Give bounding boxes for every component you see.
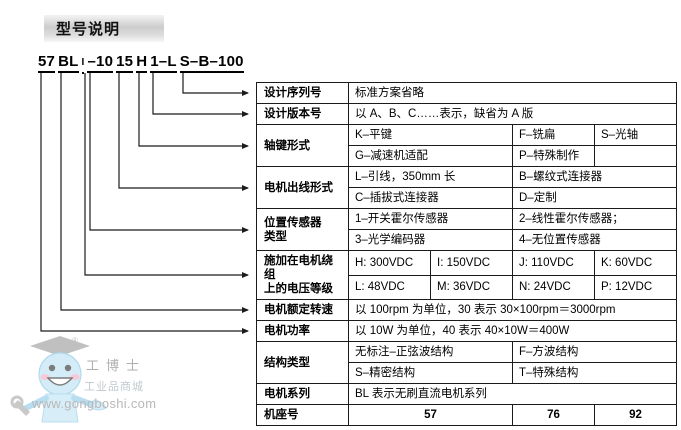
row-label: 位置传感器类型: [256, 208, 349, 251]
row-label-line: 轴键形式: [264, 139, 310, 152]
leader-line-3: [118, 73, 249, 191]
row-label-line: 电机额定转速: [264, 304, 333, 316]
row-value-cell: K: 60VDC: [594, 250, 677, 276]
row-value-cell: 76: [512, 404, 595, 426]
row-label-line: 电机系列: [264, 388, 310, 400]
row-label-line: 设计版本号: [264, 108, 322, 120]
model-code-segment-2: I: [81, 55, 85, 74]
row-value-cell: 无标注–正弦波结构: [348, 341, 513, 363]
row-value-cell: 3–光学编码器: [348, 229, 513, 251]
row-value-cell: L: 48VDC: [348, 274, 431, 300]
row-value-cell: I: 150VDC: [430, 250, 513, 276]
leader-line-0: [182, 73, 249, 96]
row-value-cell: L–引线，350mm 长: [348, 166, 513, 188]
row-label-line: 类型: [264, 230, 287, 243]
row-value-cell: J: 110VDC: [512, 250, 595, 276]
row-value-cell: N: 24VDC: [512, 274, 595, 300]
row-value-cell: S–光轴: [594, 124, 677, 146]
row-label-line: 上的电压等级: [264, 283, 333, 295]
table-row: 电机系列 BL 表示无刷直流电机系列: [256, 383, 677, 405]
model-code-spec-table: 设计序列号 标准方案省略设计版本号 以 A、B、C……表示，缺省为 A 版轴键形式 K…: [256, 82, 677, 426]
row-value-cell: G–减速机适配: [348, 145, 513, 167]
row-label-line: 结构类型: [264, 356, 310, 369]
row-value-cell: 标准方案省略: [348, 82, 677, 104]
row-label: 电机功率: [256, 320, 349, 342]
leader-line-5: [84, 73, 249, 278]
table-row: 设计版本号 以 A、B、C……表示，缺省为 A 版: [256, 103, 677, 125]
row-label: 轴键形式: [256, 124, 349, 167]
row-label: 电机额定转速: [256, 299, 349, 321]
model-code-segment-3: –10: [87, 54, 114, 73]
table-row: 设计序列号 标准方案省略: [256, 82, 677, 104]
row-value-cell: 以 A、B、C……表示，缺省为 A 版: [348, 103, 677, 125]
row-value-cell: T–特殊结构: [512, 362, 677, 384]
row-value-cell: 1–开关霍尔传感器: [348, 208, 513, 230]
section-header-banner: 型号说明: [44, 15, 164, 42]
row-label-line: 施加在电机绕组: [264, 255, 333, 281]
row-value-cell: C–插拔式连接器: [348, 187, 513, 209]
mascot-icon: [10, 336, 107, 423]
watermark-subtitle: 工业品商城: [84, 381, 144, 393]
row-value-cell: F–方波结构: [512, 341, 677, 363]
row-value-cell: B–螺纹式连接器: [512, 166, 677, 188]
row-value-cell: K–平键: [348, 124, 513, 146]
model-code-segment-0: 57: [38, 54, 56, 73]
leader-line-2: [138, 73, 249, 149]
row-value-cell: F–铣扁: [512, 124, 595, 146]
row-label: 设计版本号: [256, 103, 349, 125]
row-label: 施加在电机绕组上的电压等级: [256, 250, 349, 300]
row-value-cell: S–精密结构: [348, 362, 513, 384]
row-value-cell: 92: [594, 404, 677, 426]
leader-line-4: [89, 73, 249, 233]
row-value-cell: BL 表示无刷直流电机系列: [348, 383, 677, 405]
row-value-cell: D–定制: [512, 187, 677, 209]
row-label-line: 位置传感器: [264, 216, 322, 229]
row-label-line: 机座号: [264, 409, 299, 421]
model-code-segment-7: S–B–100: [179, 54, 244, 73]
leader-line-6: [60, 73, 249, 313]
leader-line-7: [40, 73, 249, 334]
row-label-line: 电机出线形式: [264, 181, 333, 194]
row-label: 结构类型: [256, 341, 349, 384]
row-value-cell: 以 10W 为单位，40 表示 40×10W＝400W: [348, 320, 677, 342]
row-value-cell: P–特殊制作: [512, 145, 595, 167]
row-label: 机座号: [256, 404, 349, 426]
row-label: 电机系列: [256, 383, 349, 405]
row-value-cell: H: 300VDC: [348, 250, 431, 276]
row-label: 设计序列号: [256, 82, 349, 104]
row-label-line: 电机功率: [264, 325, 310, 337]
row-value-cell: 57: [348, 404, 513, 426]
row-label-line: 设计序列号: [264, 87, 322, 99]
leader-line-1: [152, 73, 249, 117]
page-title: 型号说明: [56, 21, 121, 38]
row-value-cell: [594, 145, 677, 167]
row-value-cell: 以 100rpm 为单位，30 表示 30×100rpm＝3000rpm: [348, 299, 677, 321]
row-value-cell: P: 12VDC: [594, 274, 677, 300]
registered-mark: ®: [72, 336, 78, 345]
row-label: 电机出线形式: [256, 166, 349, 209]
model-code-segment-1: BL: [58, 54, 79, 73]
model-code-segment-6: 1–L: [150, 54, 177, 73]
model-code-segment-5: H: [136, 54, 148, 73]
row-value-cell: 4–无位置传感器: [512, 229, 677, 251]
row-value-cell: 2–线性霍尔传感器；: [512, 208, 677, 230]
model-code-segment-4: 15: [116, 54, 134, 73]
row-value-cell: M: 36VDC: [430, 274, 513, 300]
watermark-brand: 工博士: [86, 358, 147, 373]
table-row: 电机额定转速 以 100rpm 为单位，30 表示 30×100rpm＝3000r…: [256, 299, 677, 321]
table-row: 电机功率 以 10W 为单位，40 表示 40×10W＝400W: [256, 320, 677, 342]
site-watermark: ® 工博士 工业品商城 www.gongboshi.com: [8, 330, 238, 425]
watermark-url: www.gongboshi.com: [32, 396, 157, 411]
